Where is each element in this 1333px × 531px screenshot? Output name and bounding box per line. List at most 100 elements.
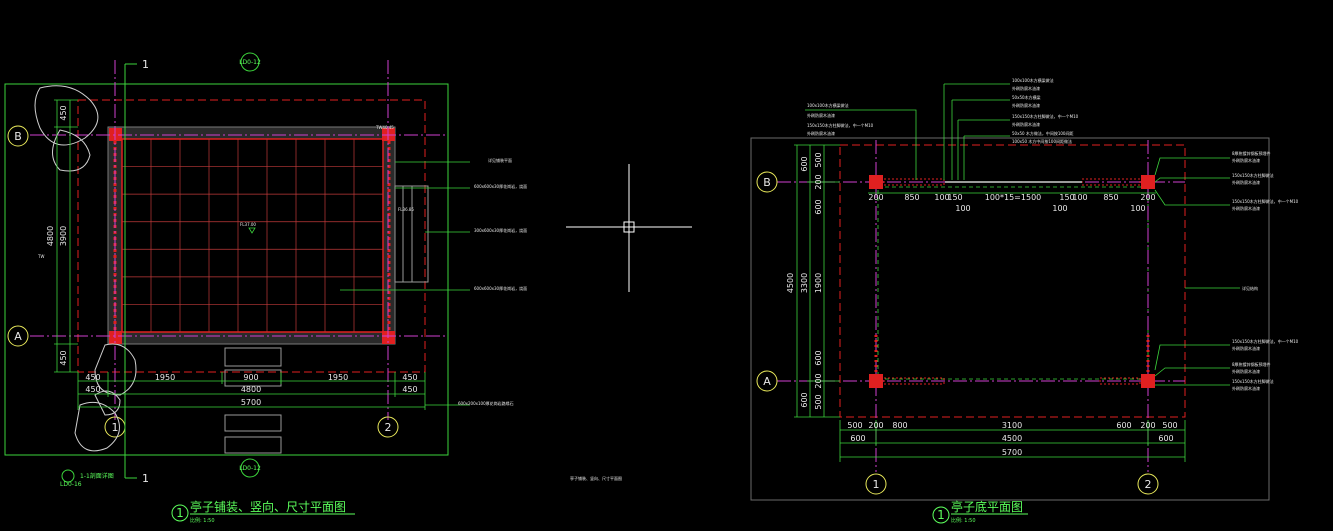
right-post-nw: [869, 175, 883, 189]
left-dim-l1-2: 450: [59, 350, 68, 365]
right-dim-lines-bottom: [839, 420, 1186, 462]
right-title: 亭子底平面图: [951, 499, 1023, 514]
right-note-side-9: 外刷防腐木油漆: [1232, 345, 1260, 351]
right-note-top-12: 100x50 木方中间按100间距做法: [1012, 138, 1072, 144]
left-dim-lines-bottom: [77, 372, 426, 410]
right-dim-l1-0: 500: [814, 152, 823, 167]
right-grid-bubble-b: [756, 171, 778, 193]
right-dim-l2-1: 3300: [800, 273, 809, 293]
left-dim-b3: 5700: [241, 398, 261, 407]
right-dim-l1-5: 200: [814, 373, 823, 388]
right-dim-t-7: 100: [1072, 193, 1087, 202]
right-note-top-8: 外刷防腐木油漆: [1012, 102, 1040, 108]
left-dim-b2-1: 4800: [241, 385, 261, 394]
left-elev-right: FL36.85: [398, 207, 414, 212]
right-post-se: [1141, 374, 1155, 388]
right-note-side-4: 外刷防腐木油漆: [1232, 179, 1260, 185]
right-note-side-12: 150x150木方柱脚做法: [1232, 378, 1274, 384]
crosshair-cursor: [566, 164, 692, 292]
right-note-side-3: 150x150木方柱脚做法: [1232, 172, 1274, 178]
right-dim-b1-4: 600: [1116, 421, 1131, 430]
left-elev-corner: TW40.45: [375, 125, 394, 130]
right-top-leaders: [805, 83, 1010, 180]
left-dim-b1-2: 900: [243, 373, 258, 382]
right-note-top-6: 外刷防腐木油漆: [1012, 85, 1040, 91]
right-dim-l2-0: 600: [800, 156, 809, 171]
right-dim-b3: 5700: [1002, 448, 1022, 457]
right-grid-bubble-1: [865, 473, 887, 495]
right-note-side-11: 外刷防腐木油漆: [1232, 368, 1260, 374]
right-title-num: 1: [937, 508, 945, 522]
left-rock-cluster: [34, 85, 137, 452]
right-dim-lines-left: [794, 144, 840, 418]
right-note-side-13: 外刷防腐木油漆: [1232, 385, 1260, 391]
right-dim-t-0: 200: [868, 193, 883, 202]
right-grid-label-1: 1: [873, 478, 880, 491]
left-elev-center-mark: [248, 227, 256, 234]
right-dim-t-1: 850: [904, 193, 919, 202]
right-grid-bubble-2: [1137, 473, 1159, 495]
left-note-2: 600x600x30厚花岗岩，烧面: [474, 183, 527, 189]
left-grid-bubble-2: [377, 416, 399, 438]
right-dim-b2-1: 4500: [1002, 434, 1022, 443]
left-ref-bottom: LD0-12: [239, 465, 261, 472]
right-note-side-5: 150x150木方柱脚做法，中一个M10: [1232, 198, 1299, 204]
left-leaders: [340, 161, 470, 406]
left-dim-b1-0: 450: [85, 373, 100, 382]
left-note-1: 详见铺装平面: [488, 157, 512, 163]
left-title-num: 1: [176, 506, 184, 520]
right-note-side-2: 外刷防腐木油漆: [1232, 157, 1260, 163]
left-dim-b1-3: 1950: [328, 373, 348, 382]
right-dim-b2-0: 600: [850, 434, 865, 443]
right-dim-b2-2: 600: [1158, 434, 1173, 443]
left-plan-paving-area: [121, 138, 384, 333]
left-ref-bubble-left: [61, 469, 75, 483]
left-plan-dashed-outline: [77, 99, 426, 373]
right-plan: B A 1 2 100x100木方横梁做法 外刷防腐木油漆 150x150木方柱…: [750, 77, 1299, 524]
left-dim-l1-0: 450: [59, 105, 68, 120]
right-dim-t-10: 100: [1130, 204, 1145, 213]
left-grid-label-2: 2: [385, 421, 392, 434]
left-grid-label-a: A: [14, 330, 22, 343]
left-note-5: 600x200x100厚花岗岩路缘石: [458, 400, 514, 406]
left-dim-l2: 4800: [46, 226, 55, 246]
right-grid-label-2: 2: [1145, 478, 1152, 491]
right-dim-t-5: 100*15=1500: [985, 193, 1042, 202]
right-post-ne: [1141, 175, 1155, 189]
right-note-top-9: 150x150木方柱脚做法，中一个M10: [1012, 113, 1079, 119]
right-dim-b1-0: 500: [847, 421, 862, 430]
left-plan: B A 1 2 1 1 LD0-12 LD0-12 LD0-16 1-1剖面详图: [4, 52, 527, 524]
right-dim-t-6: 150: [1059, 193, 1074, 202]
right-dim-b1-1: 200: [868, 421, 883, 430]
right-dim-b1-6: 500: [1162, 421, 1177, 430]
left-grid-label-b: B: [14, 130, 22, 143]
left-grid-label-1: 1: [112, 421, 119, 434]
left-scale: 比例: 1:50: [190, 517, 215, 524]
right-dim-b1-3: 3100: [1002, 421, 1022, 430]
right-note-top-7: 50x50木方横梁: [1012, 94, 1041, 100]
left-dim-lines-left: [54, 99, 78, 373]
left-ref-left-note: 1-1剖面详图: [80, 472, 114, 480]
right-grid-bubble-a: [756, 370, 778, 392]
left-title-bubble: [171, 504, 189, 522]
left-plan-boundary: [4, 83, 449, 456]
right-dim-t-8: 100: [1052, 204, 1067, 213]
left-plan-tile-grid: [122, 139, 383, 332]
left-grid-bubble-a: [7, 325, 29, 347]
left-dim-b1-1: 1950: [155, 373, 175, 382]
left-ref-top: LD0-12: [239, 59, 261, 66]
right-dim-t-9: 850: [1103, 193, 1118, 202]
right-post-sw: [869, 374, 883, 388]
right-side-leaders: [1154, 157, 1240, 386]
left-note-3: 300x600x30厚花岗岩，烧面: [474, 227, 527, 233]
right-note-side-1: 8厚热镀锌钢板预埋件: [1232, 150, 1271, 156]
right-note-top-4: 外刷防腐木油漆: [807, 130, 835, 136]
left-dim-l1-1: 3900: [59, 226, 68, 246]
right-dim-l1-6: 500: [814, 394, 823, 409]
right-dim-b1-5: 200: [1140, 421, 1155, 430]
right-dim-l1-3: 1900: [814, 273, 823, 293]
left-section-mark-bottom: 1: [142, 472, 149, 485]
right-note-side-6: 外刷防腐木油漆: [1232, 205, 1260, 211]
middle-label: 亭子铺装、竖向、尺寸平面图: [570, 475, 622, 481]
